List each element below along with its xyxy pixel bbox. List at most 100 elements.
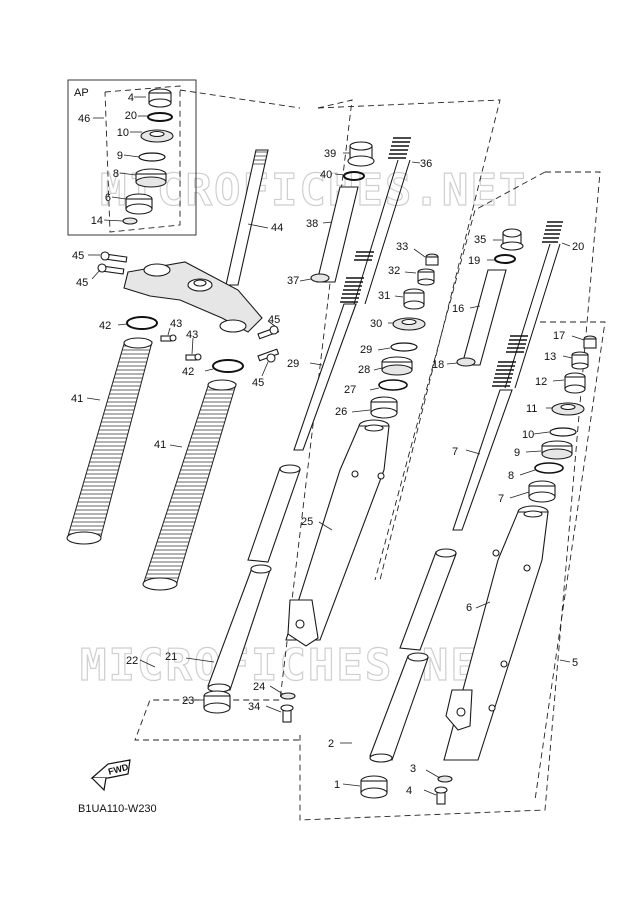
cap-bolt-19 xyxy=(500,228,524,251)
callout-38: 38 xyxy=(306,218,318,230)
callout-5: 7 xyxy=(452,446,458,458)
inset-part-10 xyxy=(140,129,174,143)
callout-21: 22 xyxy=(126,655,138,667)
callout-44: 44 xyxy=(271,222,283,234)
callout-10-b: 11 xyxy=(526,403,537,415)
cap-bolt-39 xyxy=(347,141,375,167)
callout-41-b: 41 xyxy=(154,439,166,451)
callout-10: 10 xyxy=(117,127,129,139)
inset-ap-box: AP xyxy=(67,79,197,236)
callout-25: 29 xyxy=(287,358,299,370)
spring-16 xyxy=(492,221,563,389)
fork-boot-41-left xyxy=(66,337,153,545)
callout-43-a: 43 xyxy=(170,318,182,330)
part-31 xyxy=(403,288,425,310)
callout-45-a: 45 xyxy=(72,250,84,262)
dashed-bound-middle xyxy=(134,99,353,741)
callout-30: 30 xyxy=(370,318,382,330)
washer-14 xyxy=(437,775,453,783)
part-11 xyxy=(564,372,586,394)
watermark-top: MICROFICHES.NET xyxy=(100,165,527,216)
under-bracket xyxy=(123,261,263,333)
damper-tube-right xyxy=(399,551,457,651)
fork-boot-41-right xyxy=(142,379,237,591)
callout-32: 32 xyxy=(388,265,400,277)
dashed-bound-inset xyxy=(179,89,301,109)
callout-36: 36 xyxy=(420,158,432,170)
callout-29: 29 xyxy=(360,344,372,356)
seal-stack-right xyxy=(528,335,597,503)
inset-part-6 xyxy=(125,193,153,215)
washer-34 xyxy=(280,692,296,700)
callout-24: 23 xyxy=(182,695,194,707)
callout-1: 5 xyxy=(572,657,578,669)
part-29 xyxy=(390,342,418,352)
dashed-bound-right-2 xyxy=(374,171,546,581)
callout-26: 26 xyxy=(335,406,347,418)
callout-6-b: 7 xyxy=(498,493,504,505)
diagram-code: B1UA110-W230 xyxy=(78,803,157,815)
dashed-bound-middle-2 xyxy=(317,99,501,581)
inset-part-8 xyxy=(135,168,167,188)
callout-2: 6 xyxy=(466,602,472,614)
washer-17 xyxy=(456,357,476,367)
callout-15: 4 xyxy=(406,785,412,797)
watermark-bottom: MICROFICHES.NET xyxy=(80,640,507,691)
seal-stack-middle xyxy=(370,253,439,419)
dashed-bound-right xyxy=(299,171,601,821)
callout-9: 9 xyxy=(117,150,123,162)
callout-6: 6 xyxy=(105,192,111,204)
callout-40: 40 xyxy=(320,169,332,181)
callout-18: 16 xyxy=(452,303,464,315)
callout-45-b: 45 xyxy=(76,277,88,289)
callout-35: 34 xyxy=(248,701,260,713)
spring-36 xyxy=(340,137,411,305)
outer-tube-2 xyxy=(443,505,549,761)
bushing-24 xyxy=(203,690,231,714)
callout-17: 18 xyxy=(432,359,444,371)
part-9 xyxy=(549,427,577,437)
callout-42-b: 42 xyxy=(182,366,194,378)
callout-23: 21 xyxy=(165,651,177,663)
o-ring-20 xyxy=(494,254,516,264)
clamps-42-bolts-43: 42 42 43 43 xyxy=(99,316,244,378)
callout-42-a: 42 xyxy=(99,320,111,332)
fwd-arrow-icon: FWD xyxy=(90,759,131,792)
bolt-15 xyxy=(434,786,448,805)
part-27 xyxy=(378,379,408,391)
callout-19: 35 xyxy=(474,234,486,246)
callout-4-b: 1 xyxy=(334,779,340,791)
o-ring-40 xyxy=(343,171,365,181)
bushing-4 xyxy=(360,775,388,799)
inner-tube-25 xyxy=(293,303,357,451)
callout-43-b: 43 xyxy=(186,329,198,341)
callout-8-b: 9 xyxy=(514,447,520,459)
callout-7: 8 xyxy=(508,470,514,482)
washer-37 xyxy=(310,273,330,283)
steering-stem-44: 44 xyxy=(225,149,283,286)
callout-28: 28 xyxy=(358,364,370,376)
callout-4: 4 xyxy=(128,92,134,104)
bolt-35 xyxy=(280,704,294,723)
part-12 xyxy=(571,351,589,370)
inset-group-label: AP xyxy=(74,87,89,99)
callout-37: 37 xyxy=(287,275,299,287)
callout-3: 2 xyxy=(328,738,334,750)
part-26 xyxy=(370,396,398,419)
part-7 xyxy=(534,462,564,474)
part-8 xyxy=(541,440,573,460)
callout-8: 8 xyxy=(113,168,119,180)
callout-14: 14 xyxy=(91,215,103,227)
damper-tube-22b xyxy=(247,467,301,563)
part-6 xyxy=(528,480,556,503)
callout-45-d: 45 xyxy=(252,377,264,389)
inset-part-9 xyxy=(138,152,166,162)
part-28 xyxy=(381,356,413,376)
bolts-45: 45 45 45 45 xyxy=(72,250,280,389)
inner-tube-5 xyxy=(452,389,513,531)
callout-33: 33 xyxy=(396,241,408,253)
callout-20-b: 19 xyxy=(468,255,480,267)
callout-11: 12 xyxy=(535,376,547,388)
callout-14-b: 3 xyxy=(410,763,416,775)
